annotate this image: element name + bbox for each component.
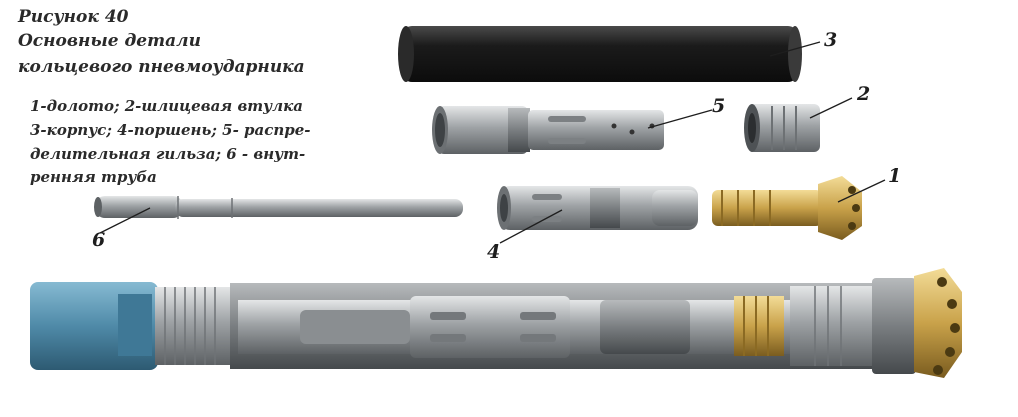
callout-4: 4: [487, 241, 500, 263]
legend-line-4: ренняя труба: [30, 168, 157, 186]
callout-1: 1: [888, 165, 901, 187]
part-5-distributor-sleeve: [432, 106, 664, 154]
legend-line-2: 3-корпус; 4-поршень; 5- распре-: [30, 121, 311, 139]
part-1-drill-bit: [712, 176, 862, 240]
part-2-splined-bushing: [744, 104, 820, 152]
legend-line-1: 1-долото; 2-шлицевая втулка: [30, 97, 304, 115]
callout-5: 5: [712, 95, 725, 117]
callout-3: 3: [824, 29, 837, 51]
callout-leaders: [99, 41, 886, 244]
callout-2: 2: [856, 83, 870, 105]
figure-subtitle-line-2: кольцевого пневмоударника: [18, 57, 305, 77]
legend-line-3: делительная гильза; 6 - внут-: [30, 145, 306, 163]
part-3-housing: [398, 26, 802, 82]
assembled-hammer-section: [30, 268, 962, 378]
part-4-piston: [497, 186, 698, 230]
callout-6: 6: [92, 229, 105, 251]
figure-title: Рисунок 40: [18, 7, 129, 27]
part-6-inner-tube: [94, 196, 463, 219]
figure-subtitle-line-1: Основные детали: [18, 31, 201, 51]
